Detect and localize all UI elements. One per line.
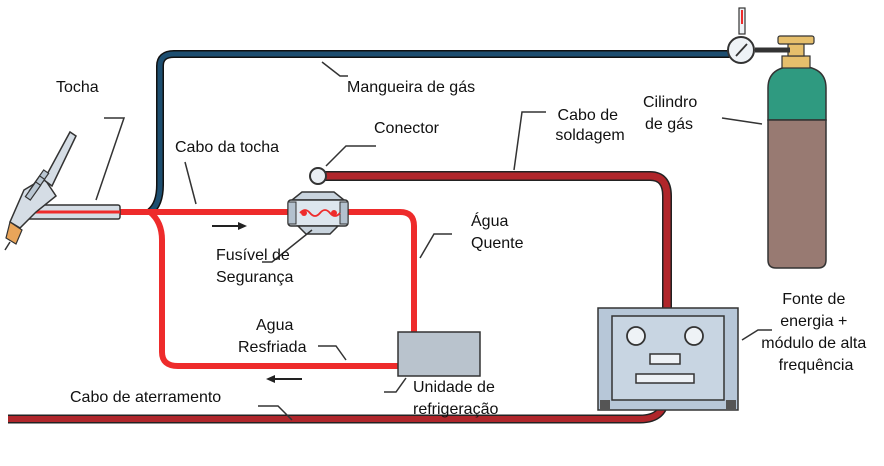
welding-cable bbox=[322, 171, 672, 310]
label-fusivel-seguranca: Fusível de Segurança bbox=[216, 247, 294, 286]
label-cabo-tocha: Cabo da tocha bbox=[175, 139, 279, 156]
label-tocha: Tocha bbox=[56, 79, 99, 96]
torch bbox=[4, 130, 121, 251]
label-agua-quente: Água Quente bbox=[471, 211, 524, 252]
regulator bbox=[727, 7, 790, 64]
label-cabo-aterramento: Cabo de aterramento bbox=[70, 389, 221, 406]
power-source bbox=[597, 307, 739, 411]
label-cabo-soldagem: Cabo de soldagem bbox=[555, 107, 624, 144]
gas-hose bbox=[147, 50, 730, 216]
leader-lines bbox=[95, 61, 772, 421]
label-mangueira-gas: Mangueira de gás bbox=[347, 79, 475, 96]
cooling-unit bbox=[397, 331, 481, 377]
water-loop bbox=[120, 209, 417, 369]
flow-arrow-left bbox=[266, 375, 302, 383]
label-agua-resfriada: Agua Resfriada bbox=[238, 317, 307, 356]
label-fonte-energia: Fonte de energia + módulo de alta frequê… bbox=[761, 291, 870, 374]
labels: Tocha Mangueira de gás Cabo da tocha Con… bbox=[56, 79, 870, 418]
label-cilindro-gas: Cilindro de gás bbox=[643, 94, 702, 133]
label-conector: Conector bbox=[374, 120, 440, 137]
flow-arrow-right bbox=[212, 222, 247, 230]
label-unidade-refrigeracao: Unidade de refrigeração bbox=[413, 379, 499, 418]
connector bbox=[287, 167, 349, 235]
gas-cylinder bbox=[767, 35, 827, 269]
